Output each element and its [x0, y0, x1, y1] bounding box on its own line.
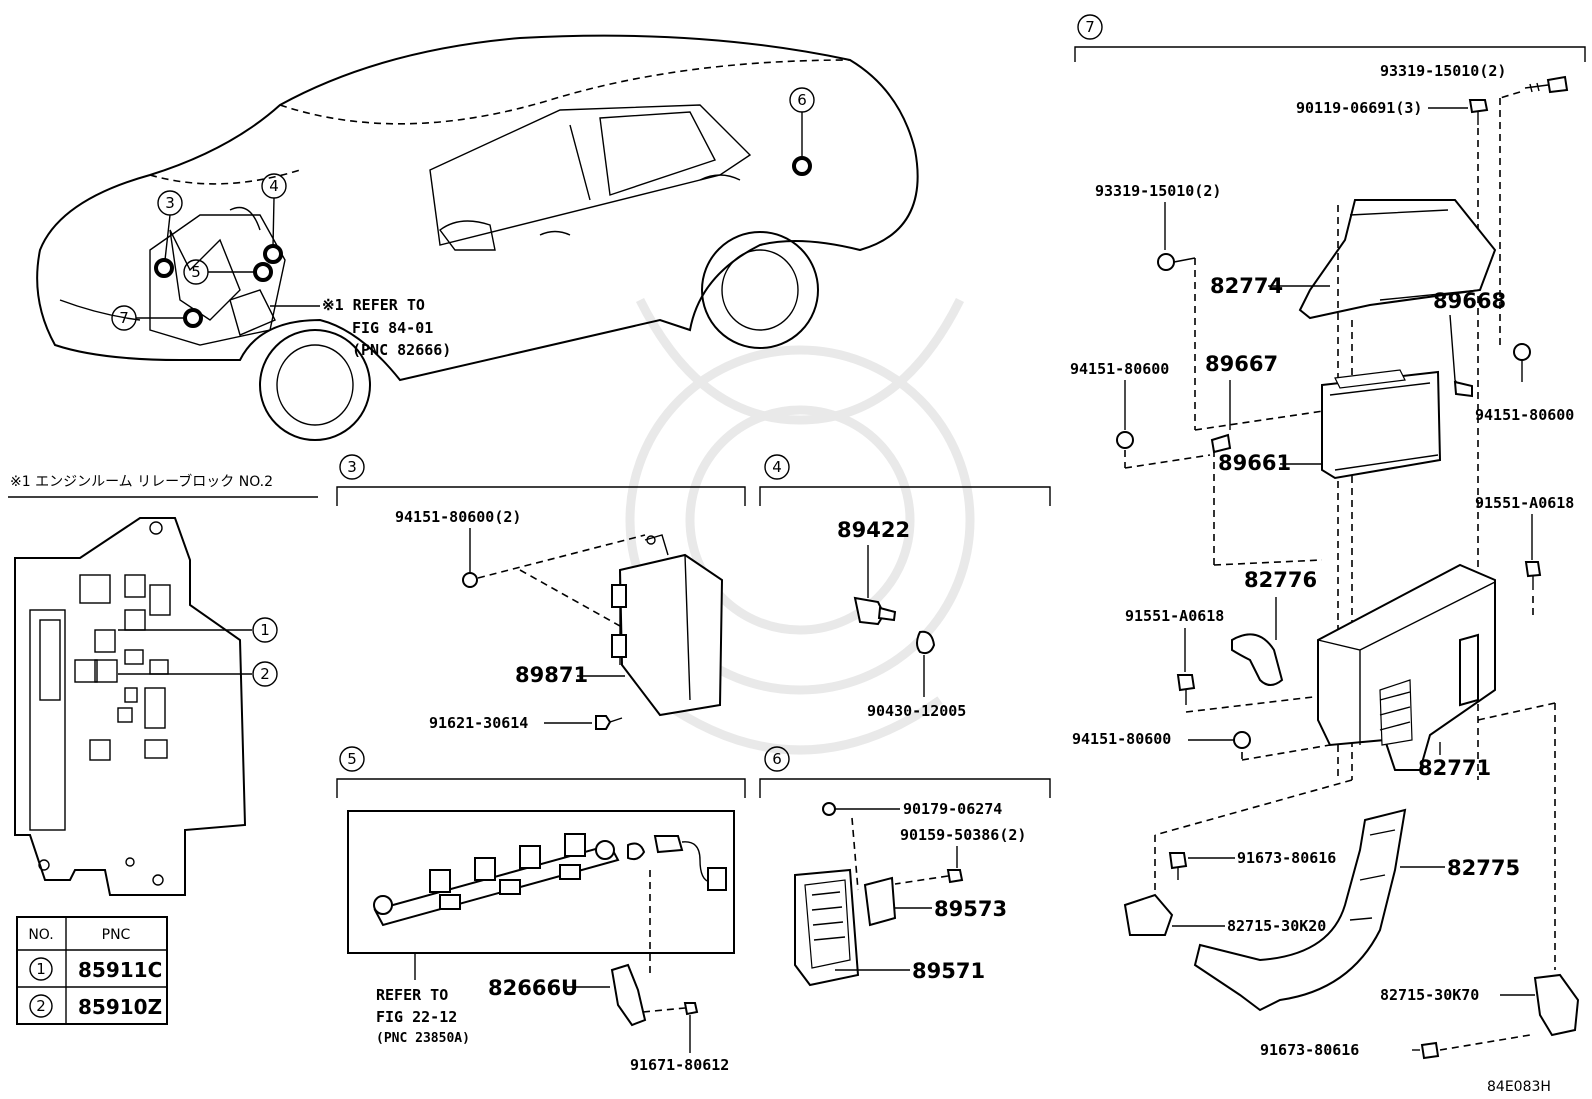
section-3: 3 94151-80600(2) 89871 91621-30614	[336, 454, 746, 732]
part-number-label: FIG 22-12	[376, 1008, 457, 1026]
part-number-label: 90179-06274	[903, 800, 1002, 818]
part-number-label: 93319-15010(2)	[1095, 182, 1221, 200]
part-number-label: (PNC 23850A)	[376, 1031, 470, 1046]
car-illustration	[36, 34, 919, 441]
part-number-label: 89871	[515, 663, 588, 687]
callout-number: (PNC 82666)	[352, 341, 451, 359]
part-number-label: 90119-06691(3)	[1296, 99, 1422, 117]
fuel-rail	[373, 833, 727, 927]
part-number-label: 89668	[1433, 289, 1506, 313]
callout-number: 6	[797, 91, 807, 109]
part-number-label: 91621-30614	[429, 714, 528, 732]
car-callout-3: 3	[154, 190, 183, 278]
part-number-label: 89571	[912, 959, 985, 983]
table-header-no: NO.	[28, 927, 53, 943]
part-number-label: 3	[347, 458, 357, 476]
watermark	[625, 297, 975, 755]
pnc-table: NO. PNC 1 85911C 2 85910Z	[16, 916, 168, 1025]
car-refer-note: ※1 REFER TO FIG 84-01 (PNC 82666)	[270, 296, 451, 359]
part-number-label: 82771	[1418, 756, 1491, 780]
part-number-label: 90430-12005	[867, 702, 966, 720]
car-callout-6: 6	[789, 87, 815, 176]
section-4: 4 89422 90430-12005	[759, 454, 1051, 720]
part-number-label: 89573	[934, 897, 1007, 921]
callout-number: ※1 REFER TO	[322, 296, 425, 314]
figure-code: 84E083H	[1487, 1079, 1551, 1095]
part-number-label: 91551-A0618	[1475, 494, 1574, 512]
part-number-label: 4	[772, 458, 782, 476]
part-number-label: 82715-30K20	[1227, 917, 1326, 935]
relay-callout-2: 2	[252, 661, 278, 687]
part-number-label: 89422	[837, 518, 910, 542]
callout-number: 7	[119, 309, 129, 327]
part-number-label: 7	[1085, 18, 1095, 36]
table-header-pnc: PNC	[102, 927, 131, 943]
part-number-label: 89661	[1218, 451, 1291, 475]
table-row-pnc: 85911C	[78, 958, 162, 982]
part-number-label: 93319-15010(2)	[1380, 62, 1506, 80]
car-callout-5: 5	[183, 259, 273, 285]
part-number-label: 94151-80600(2)	[395, 508, 521, 526]
part-number-label: 91551-A0618	[1125, 607, 1224, 625]
car-callout-4: 4	[261, 173, 287, 264]
car-callout-7: 7	[111, 305, 203, 331]
section-7: 7 93319-15010(2) 90119-06691(3) 93319-15…	[1070, 14, 1586, 1060]
part-number-label: 82776	[1244, 568, 1317, 592]
relay-callout-1: 1	[252, 617, 278, 643]
part-number-label: 89667	[1205, 352, 1278, 376]
part-number-label: 91673-80616	[1260, 1041, 1359, 1059]
relay-block-section: ※1 エンジンルーム リレーブロック NO.2 1	[8, 473, 318, 896]
callout-number: 2	[260, 665, 270, 683]
table-row-pnc: 85910Z	[78, 995, 162, 1019]
callout-number: 1	[260, 621, 270, 639]
callout-number: 3	[165, 194, 175, 212]
part-number-label: 82775	[1447, 856, 1520, 880]
part-number-label: 91671-80612	[630, 1056, 729, 1074]
part-number-label: 82715-30K70	[1380, 986, 1479, 1004]
table-row-no: 2	[36, 997, 46, 1015]
section-6: 6 90179-06274 90159-50386(2) 89573 89571	[759, 746, 1051, 987]
callout-number: 5	[191, 263, 201, 281]
part-number-label: 91673-80616	[1237, 849, 1336, 867]
part-number-label: REFER TO	[376, 986, 448, 1004]
part-number-label: 5	[347, 750, 357, 768]
part-number-label: 94151-80600	[1475, 406, 1574, 424]
section-5: 5 REFER TO FIG 22-12 (PNC 23850A) 82666U	[336, 746, 746, 1074]
relay-fuse-grid	[39, 574, 171, 761]
table-row-no: 1	[36, 960, 46, 978]
part-number-label: 90159-50386(2)	[900, 826, 1026, 844]
part-number-label: 82666U	[488, 976, 578, 1000]
callout-number: 4	[269, 177, 279, 195]
callout-number: FIG 84-01	[352, 319, 433, 337]
part-number-label: 94151-80600	[1070, 360, 1169, 378]
part-number-label: 6	[772, 750, 782, 768]
part-number-label: 94151-80600	[1072, 730, 1171, 748]
relay-block-title: ※1 エンジンルーム リレーブロック NO.2	[10, 473, 273, 490]
